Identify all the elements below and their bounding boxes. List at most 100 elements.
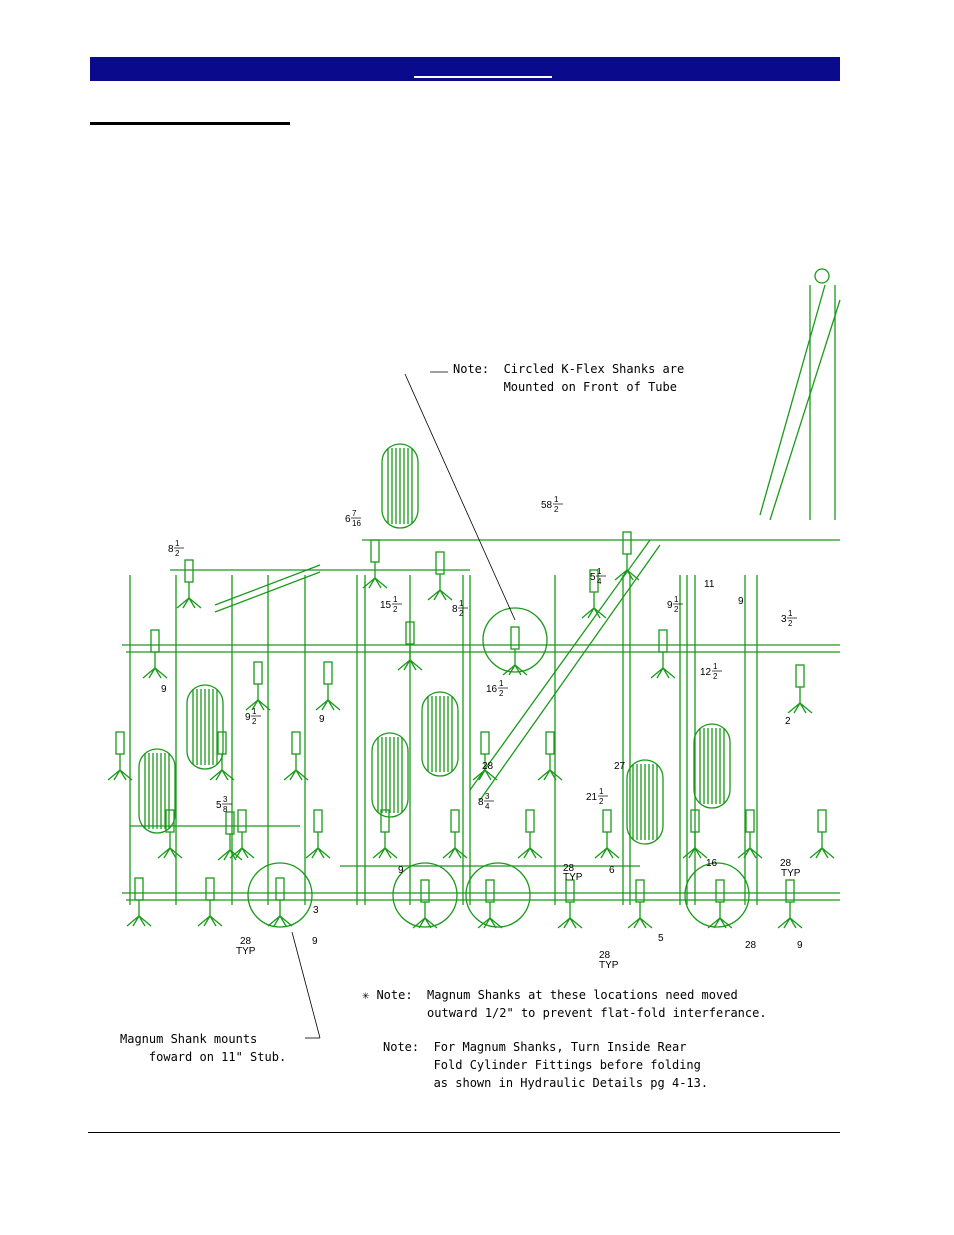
dimension-denominator: 2 [788,619,793,628]
tire [371,732,409,818]
shank [627,879,653,929]
dimension-denominator: 2 [252,717,257,726]
dimension-value: 28 [482,761,494,772]
shank [537,731,563,781]
sweep-foot [397,658,423,671]
dimension-label: 28 [780,858,792,869]
sweep-foot [472,768,498,781]
dimension-label: 812 [452,599,468,618]
dimension-value: TYP [236,946,256,957]
tire [693,723,731,809]
shank-clamp [237,809,247,833]
dimension-value: 9 [667,600,673,611]
sweep-foot [427,588,453,601]
dimension-value: 8 [452,604,458,615]
dimension-value: 21 [586,792,598,803]
dimension-value: 16 [486,684,498,695]
note-line: foward on 11" Stub. [120,1050,287,1064]
dimension-numerator: 1 [713,662,718,671]
sweep-foot [594,846,620,859]
shank [614,531,640,581]
dimension-label: 514 [590,567,606,586]
note-line: Note: For Magnum Shanks, Turn Inside Rea… [383,1040,687,1054]
note-magnum-stub: Magnum Shank mounts foward on 11" Stub. [120,1030,286,1066]
tire [626,759,664,845]
dimension-numerator: 1 [252,707,257,716]
sweep-foot [581,606,607,619]
dimension-value: 3 [313,905,319,916]
hitch-arm [759,284,826,516]
dimension-value: 9 [161,684,167,695]
shank-clamp [420,879,430,903]
shank [787,664,813,714]
shank-clamp [380,809,390,833]
dimension-value: TYP [563,872,583,883]
dimension-value: 6 [345,514,351,525]
shank-clamp [134,877,144,901]
sweep-foot [209,768,235,781]
sweep-foot [176,596,202,609]
dimension-value: 12 [700,667,712,678]
dimension-numerator: 1 [554,495,559,504]
shank-clamp [525,809,535,833]
dimension-numerator: 1 [499,679,504,688]
sweep-foot [229,846,255,859]
sweep-foot [777,916,803,929]
shank [362,539,388,589]
shank-clamp [485,879,495,903]
shank [502,626,528,676]
dimension-label: 9 [398,865,404,876]
sweep-foot [412,916,438,929]
shank [315,661,341,711]
sweep-foot [157,846,183,859]
shank [777,879,803,929]
tire [138,748,176,834]
note-magnum-fittings: Note: For Magnum Shanks, Turn Inside Rea… [383,1038,708,1092]
dimension-label: TYP [236,946,256,957]
dimension-numerator: 1 [599,787,604,796]
shank-clamp [150,629,160,653]
shank-clamp [115,731,125,755]
shank [472,731,498,781]
shank [209,731,235,781]
shank-clamp [635,879,645,903]
note-line: Note: Circled K-Flex Shanks are [453,362,685,376]
shank-clamp [291,731,301,755]
sweep-foot [197,914,223,927]
hitch-arm [769,299,841,521]
shank [594,809,620,859]
dimension-label: 11 [704,579,715,590]
dimension-value: 8 [168,544,174,555]
sweep-foot [305,846,331,859]
note-magnum-outward: ✳ Note: Magnum Shanks at these locations… [362,986,767,1022]
hitch-eye [814,268,830,284]
shank-clamp [313,809,323,833]
shank [157,809,183,859]
sweep-foot [372,846,398,859]
dimension-value: 11 [704,579,715,590]
dimension-value: 27 [614,761,626,772]
dimension-denominator: 2 [459,609,464,618]
dimension-value: 8 [478,797,484,808]
dimension-numerator: 7 [352,509,357,518]
sweep-foot [557,916,583,929]
shank [107,731,133,781]
shank [707,879,733,929]
note-line: Fold Cylinder Fittings before folding [383,1058,701,1072]
dimension-value: 28 [599,950,611,961]
dimension-value: 28 [563,863,575,874]
dimension-value: 28 [240,936,252,947]
sweep-foot [614,568,640,581]
shank-clamp [658,629,668,653]
shank-clamp [622,531,632,555]
dimension-label: 27 [614,761,626,772]
dimension-value: 9 [738,596,744,607]
sweep-foot [283,768,309,781]
kflex-circle [465,862,531,928]
dimension-label: 3 [313,905,319,916]
shank [283,731,309,781]
